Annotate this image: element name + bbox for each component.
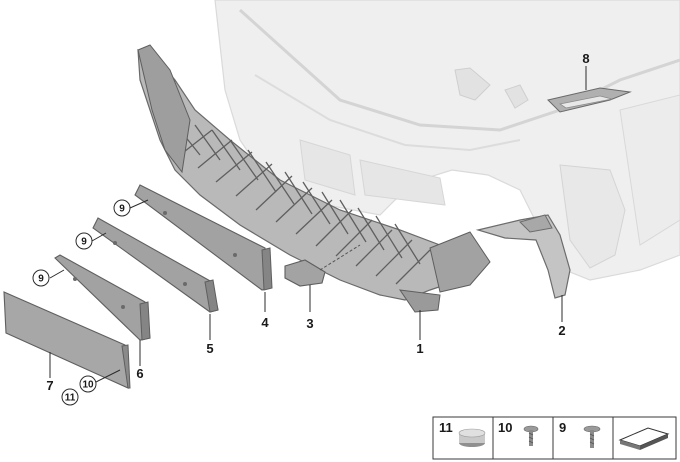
circled-callout-9-top: 9	[113, 199, 131, 217]
svg-text:11: 11	[65, 393, 76, 404]
side-trim-part-2	[475, 214, 571, 299]
part-view-arrow-icon	[618, 427, 670, 450]
fastener-legend: 11 10 9	[432, 416, 677, 460]
front-bumper-cover	[214, 0, 680, 281]
callout-8: 8	[582, 51, 589, 66]
screw-icon	[523, 425, 539, 446]
callout-2: 2	[558, 323, 565, 338]
svg-text:10: 10	[82, 380, 94, 391]
legend-number-10: 10	[498, 420, 512, 435]
svg-text:9: 9	[81, 237, 87, 248]
plate-carrier-part-6	[54, 254, 151, 341]
circled-callout-9-middle: 9	[75, 232, 93, 250]
svg-text:9: 9	[119, 204, 125, 215]
leader-lines	[49, 66, 587, 383]
grille-carrier-part-1	[137, 44, 491, 313]
callout-1: 1	[416, 341, 423, 356]
plate-carrier-part-5	[92, 217, 219, 313]
callout-3: 3	[306, 316, 313, 331]
flange-screw-icon	[583, 425, 601, 448]
trim-piece-part-8	[547, 87, 632, 113]
plate-carrier-part-4	[134, 184, 273, 291]
bracket-part-3	[284, 244, 361, 287]
callout-4: 4	[261, 315, 269, 330]
callout-6: 6	[136, 366, 143, 381]
svg-text:9: 9	[38, 274, 44, 285]
callout-7: 7	[46, 378, 53, 393]
legend-number-11: 11	[439, 420, 453, 435]
legend-number-9: 9	[559, 420, 566, 435]
circled-callout-9-lower: 9	[32, 269, 50, 287]
circled-callout-10: 10	[79, 375, 97, 393]
cap-icon	[458, 428, 486, 447]
circled-callout-11: 11	[61, 388, 79, 406]
callout-5: 5	[206, 341, 213, 356]
license-plate-part-7	[3, 291, 131, 389]
